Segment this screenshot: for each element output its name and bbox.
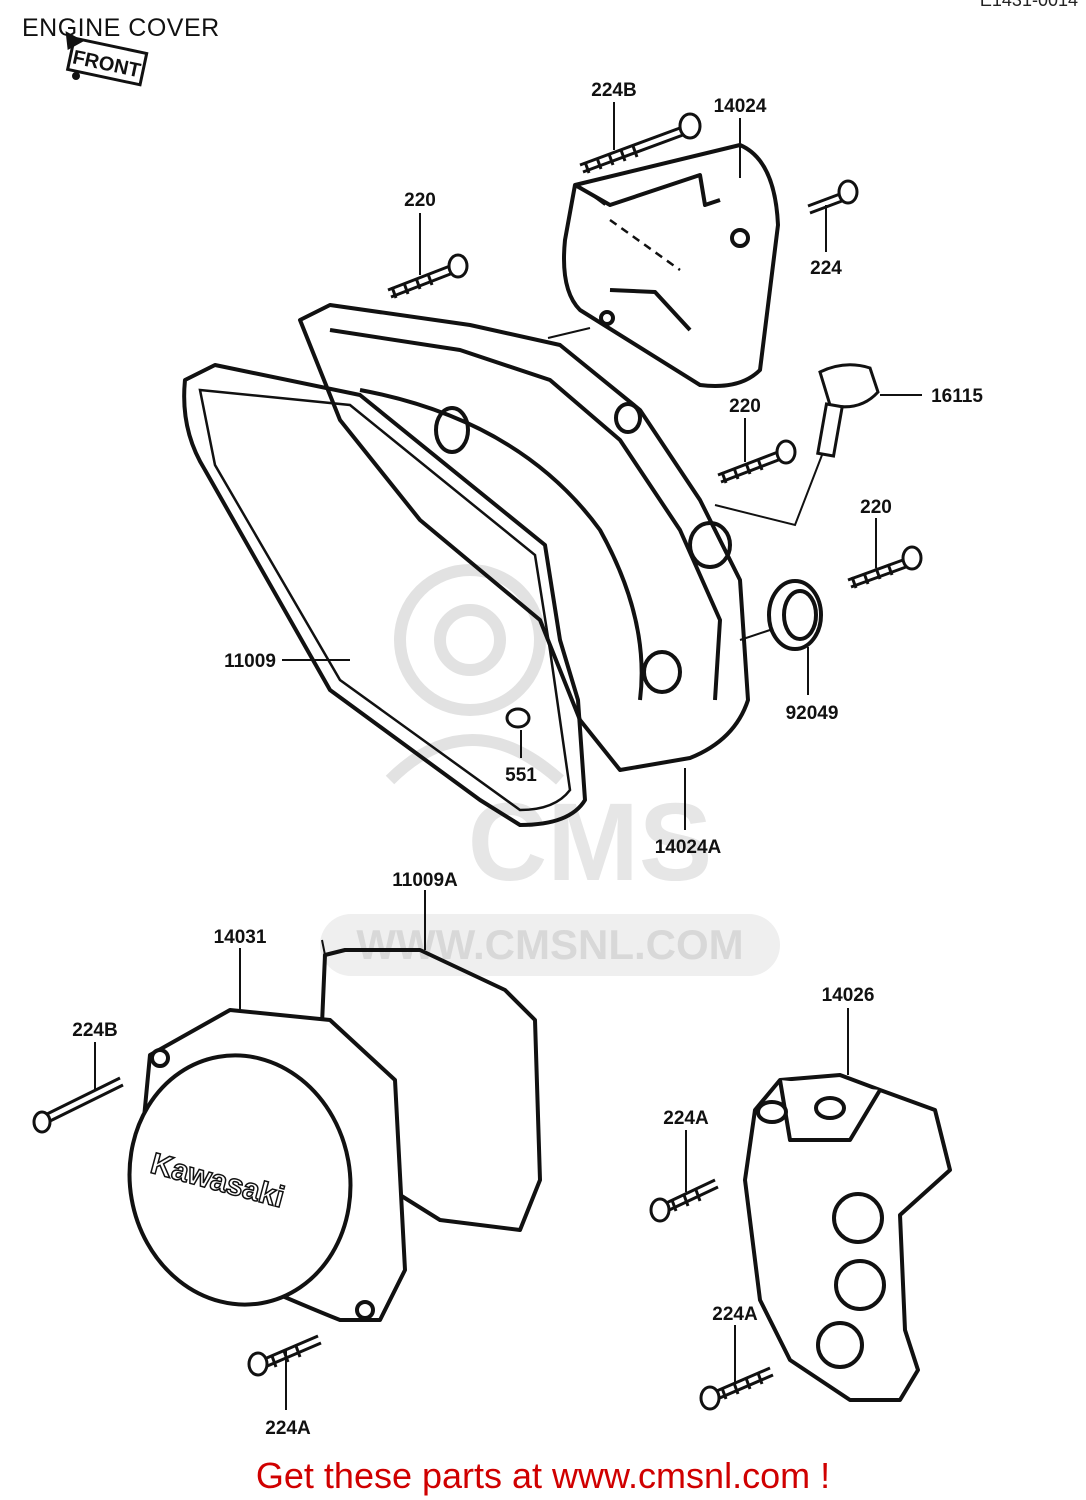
label-11009a: 11009A: [392, 870, 458, 891]
oil-seal-92049: [767, 579, 823, 651]
bolt-224: [807, 179, 859, 215]
label-224b-top: 224B: [591, 80, 636, 101]
label-224a-right-lower: 224A: [712, 1304, 758, 1325]
leader-lines: [94, 102, 922, 1410]
label-220-upper: 220: [404, 190, 436, 211]
dowel-551: [505, 707, 531, 729]
gasket-11009: [182, 363, 587, 827]
bolt-220-lower: [847, 545, 923, 589]
bolt-224a-right-upper: [649, 1178, 719, 1223]
label-220-lower: 220: [860, 497, 892, 518]
label-11009: 11009: [224, 651, 276, 672]
diagram-code: E1431-0014: [979, 0, 1078, 10]
label-14031: 14031: [214, 927, 267, 948]
part-labels: 224B 14024 220 224 16115 220 220 11009 9…: [72, 80, 983, 1439]
watermark-url: WWW.CMSNL.COM: [320, 914, 780, 976]
oil-filler-cap-16115: [816, 363, 880, 458]
bolt-224a-right-lower: [699, 1366, 774, 1411]
bolt-220-middle: [717, 439, 797, 484]
part-14031-generator-cover: [127, 1008, 407, 1322]
label-224b-bottom: 224B: [72, 1020, 117, 1041]
label-551: 551: [505, 765, 537, 786]
label-224a-left: 224A: [265, 1418, 311, 1439]
label-14024a: 14024A: [655, 837, 722, 858]
label-16115: 16115: [931, 386, 983, 407]
bolt-224b-top: [579, 112, 702, 174]
label-14024: 14024: [714, 96, 767, 117]
cta-link[interactable]: Get these parts at www.cmsnl.com !: [255, 1455, 831, 1496]
front-arrow: FRONT: [65, 31, 149, 87]
part-14024-cover: [562, 143, 780, 388]
label-14026: 14026: [822, 985, 875, 1006]
page-title: ENGINE COVER: [22, 14, 220, 42]
part-14024a-cover: [298, 303, 750, 772]
label-224: 224: [810, 258, 842, 279]
bolt-220-upper: [387, 253, 469, 299]
bolt-224b-bottom: [32, 1076, 124, 1134]
watermark-logo: [385, 564, 564, 785]
label-220-middle: 220: [729, 396, 761, 417]
part-14026-sprocket-cover: [743, 1073, 952, 1402]
label-224a-right-upper: 224A: [663, 1108, 709, 1129]
label-92049: 92049: [786, 703, 839, 724]
